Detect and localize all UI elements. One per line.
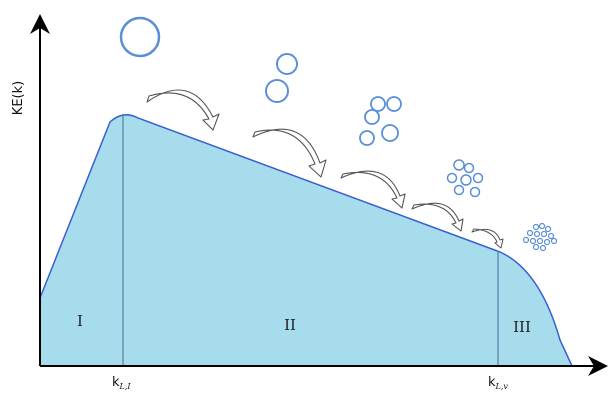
eddy-bubbles-3 (359, 96, 402, 146)
y-axis-label: KE(k) (11, 81, 26, 115)
tick-kLv-main: k (488, 375, 496, 390)
eddy-bubbles-4 (446, 159, 484, 198)
eddy-bubbles-1 (119, 16, 161, 58)
eddy-bubbles-5 (522, 222, 558, 252)
tick-kLv-sub: L,v (495, 382, 509, 391)
tick-label-kLv: kL,v (488, 375, 508, 391)
cascade-arrow-1 (146, 89, 220, 131)
spectrum-curve (39, 114, 573, 367)
cascade-arrow-5 (471, 228, 504, 249)
tick-kLI-main: k (112, 375, 120, 390)
cascade-arrow-3 (340, 170, 406, 209)
region-label-iii: III (513, 318, 531, 336)
cascade-arrow-4 (411, 202, 464, 232)
eddy-bubbles-2 (265, 53, 298, 103)
spectrum-area (40, 114, 572, 366)
region-label-ii: II (284, 316, 296, 334)
region-label-i: I (77, 312, 83, 330)
cascade-arrow-2 (252, 128, 327, 178)
tick-label-kLI: kL,I (112, 375, 131, 391)
tick-kLI-sub: L,I (119, 382, 132, 391)
